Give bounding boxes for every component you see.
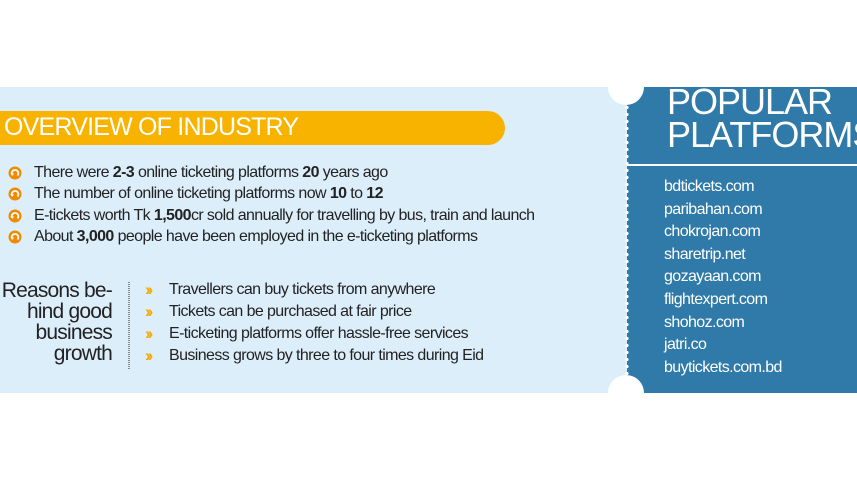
fact-segment: online ticketing platforms bbox=[134, 163, 303, 181]
fact-segment: years ago bbox=[318, 163, 388, 181]
fact-highlight: 3,000 bbox=[76, 228, 115, 246]
reasons-label-line: hind good bbox=[26, 300, 113, 323]
circular-arrow-icon bbox=[8, 230, 22, 244]
platform-item: flightexpert.com bbox=[664, 290, 768, 308]
platform-list: bdtickets.com paribahan.com chokrojan.com s… bbox=[664, 176, 782, 379]
platform-item: jatri.co bbox=[664, 336, 707, 354]
double-chevron-icon: ›› bbox=[145, 346, 153, 365]
reasons-label-line: business bbox=[35, 321, 113, 344]
fact-highlight: 1,500 bbox=[153, 206, 192, 224]
reasons-label-line: growth bbox=[53, 342, 113, 365]
platform-item: paribahan.com bbox=[664, 200, 763, 218]
circular-arrow-icon bbox=[8, 187, 22, 201]
circular-arrow-icon bbox=[8, 209, 22, 223]
double-chevron-icon: ›› bbox=[145, 324, 153, 343]
fact-list: There were 2-3 online ticketing platform… bbox=[8, 162, 535, 249]
double-chevron-icon: ›› bbox=[145, 280, 153, 299]
fact-text: The number of online ticketing platforms… bbox=[34, 185, 383, 203]
reason-text: Travellers can buy tickets from anywhere bbox=[169, 281, 436, 298]
dotted-divider bbox=[128, 282, 130, 370]
platform-item: gozayaan.com bbox=[664, 268, 761, 286]
platforms-title-line: POPULAR bbox=[667, 81, 833, 122]
overview-title: OVERVIEW OF INDUSTRY bbox=[4, 113, 299, 141]
platforms-panel bbox=[627, 87, 857, 393]
platforms-title: POPULAR PLATFORMS bbox=[667, 81, 857, 155]
platform-item: bdtickets.com bbox=[664, 178, 755, 195]
platforms-divider bbox=[627, 164, 857, 166]
double-chevron-icon: ›› bbox=[145, 302, 153, 321]
ticket-perforation bbox=[625, 104, 629, 376]
reason-item: ›› E-ticketing platforms offer hassle-fre… bbox=[145, 323, 483, 345]
reason-item: ›› Business grows by three to four times … bbox=[145, 345, 484, 367]
reason-text: E-ticketing platforms offer hassle-free … bbox=[169, 325, 469, 342]
platform-item: sharetrip.net bbox=[664, 245, 746, 263]
fact-text: About 3,000 people have been employed in… bbox=[34, 228, 478, 246]
circular-arrow-icon bbox=[8, 166, 22, 180]
ticket-notch-top bbox=[608, 69, 644, 105]
fact-highlight: 10 bbox=[329, 185, 347, 203]
fact-item: There were 2-3 online ticketing platform… bbox=[8, 162, 534, 184]
fact-segment: to bbox=[346, 185, 367, 203]
reason-list: ›› Travellers can buy tickets from anywhe… bbox=[145, 279, 484, 367]
fact-segment: The number of online ticketing platforms… bbox=[34, 185, 330, 203]
fact-item: The number of online ticketing platforms… bbox=[8, 184, 534, 206]
overview-header-band bbox=[0, 111, 505, 145]
platform-item: chokrojan.com bbox=[664, 223, 761, 241]
fact-segment: E-tickets worth Tk bbox=[34, 206, 154, 224]
fact-text: E-tickets worth Tk 1,500cr sold annually… bbox=[34, 206, 535, 225]
platform-item: buytickets.com.bd bbox=[664, 358, 782, 376]
fact-highlight: 12 bbox=[366, 185, 383, 203]
reason-item: ›› Tickets can be purchased at fair price bbox=[145, 301, 483, 323]
fact-segment: people have been employed in the e-ticke… bbox=[113, 228, 478, 246]
fact-segment: About bbox=[34, 228, 77, 246]
reasons-label: Reasons be- hind good business growth bbox=[0, 279, 113, 365]
fact-highlight: 20 bbox=[302, 163, 319, 181]
reasons-label-line: Reasons be- bbox=[1, 279, 113, 302]
ticket-notch-bottom bbox=[608, 375, 644, 411]
fact-highlight: 2-3 bbox=[112, 163, 135, 181]
reason-item: ›› Travellers can buy tickets from anywhe… bbox=[145, 279, 483, 301]
fact-segment: cr sold annually for travelling by bus, … bbox=[190, 206, 535, 224]
fact-segment: There were bbox=[34, 163, 113, 181]
fact-item: E-tickets worth Tk 1,500cr sold annually… bbox=[8, 205, 535, 227]
reason-text: Business grows by three to four times du… bbox=[169, 347, 484, 364]
fact-text: There were 2-3 online ticketing platform… bbox=[34, 164, 388, 182]
platform-item: shohoz.com bbox=[664, 313, 745, 331]
fact-item: About 3,000 people have been employed in… bbox=[8, 227, 534, 249]
reason-text: Tickets can be purchased at fair price bbox=[169, 303, 412, 320]
platforms-title-line: PLATFORMS bbox=[667, 114, 857, 155]
